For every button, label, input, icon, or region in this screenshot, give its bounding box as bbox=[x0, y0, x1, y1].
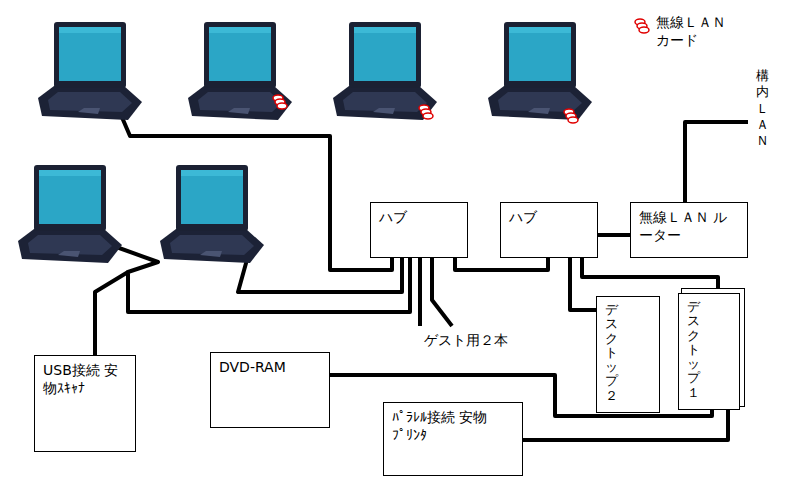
cable bbox=[455, 258, 548, 270]
annotation-label: 構内ＬＡＮ bbox=[756, 68, 769, 149]
device-name: ハブ bbox=[379, 209, 459, 227]
device-name: デスクトップ２ bbox=[605, 303, 618, 403]
device-box: ハブ bbox=[500, 202, 598, 258]
wireless-card-icon bbox=[273, 19, 649, 123]
cable bbox=[598, 233, 630, 237]
device-name: ﾊﾟﾗﾚﾙ接続 安物ﾌﾟﾘﾝﾀ bbox=[392, 409, 488, 444]
annotation-label: ゲスト用２本 bbox=[424, 332, 508, 350]
device-box: DVD-RAM bbox=[210, 352, 330, 428]
cable bbox=[582, 258, 718, 293]
device-box: 無線ＬＡＮ ルーター bbox=[630, 202, 748, 258]
device-name: ハブ bbox=[509, 209, 589, 227]
device-name: USB接続 安物ｽｷｬﾅ bbox=[43, 362, 127, 397]
device-box: ﾊﾟﾗﾚﾙ接続 安物ﾌﾟﾘﾝﾀ bbox=[383, 402, 523, 476]
device-box: USB接続 安物ｽｷｬﾅ bbox=[34, 355, 136, 452]
legend-text: 無線ＬＡＮ カード bbox=[656, 14, 740, 49]
cable bbox=[523, 410, 728, 440]
device-box: デスクトップ１ bbox=[678, 293, 740, 410]
device-name: 無線ＬＡＮ ルーター bbox=[639, 209, 739, 244]
device-box: ハブ bbox=[370, 202, 468, 258]
device-name: DVD-RAM bbox=[219, 359, 321, 377]
device-name: デスクトップ１ bbox=[687, 300, 700, 400]
device-box: デスクトップ２ bbox=[596, 296, 660, 413]
